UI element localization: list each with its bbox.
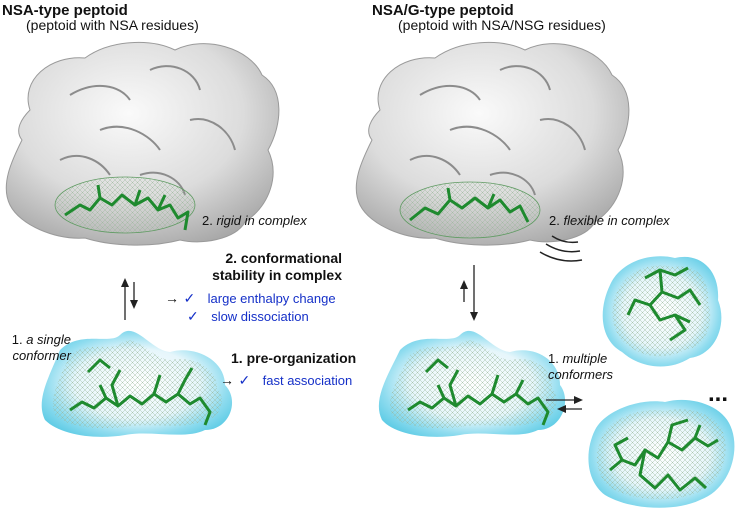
stability-bullet-row-2: ✓ slow dissociation [187,308,309,326]
left-complex-label-text: rigid in complex [216,213,306,228]
right-equilibrium-arrows [460,265,478,321]
left-subtitle: (peptoid with NSA residues) [26,17,199,33]
right-conformer-bottom [588,400,734,508]
right-protein-surface [356,42,629,261]
right-conformer-label-num: 1. [548,351,559,366]
stability-heading: 2. conformational stability in complex [210,250,342,284]
preorganization-heading: 1. pre-organization [231,350,356,367]
right-conformer-label: 1. multiple conformers [548,351,613,383]
right-conformer-top [603,256,722,366]
stability-heading-line2: stability in complex [210,267,342,284]
right-conformer-label-line2: conformers [548,367,613,383]
left-complex-label: 2. rigid in complex [202,213,307,228]
bullet-dissociation: slow dissociation [211,309,309,324]
left-conformer-label-line1: a single [26,332,71,347]
left-equilibrium-arrows [121,278,138,320]
bullet-association: fast association [263,373,353,388]
bullet-enthalpy: large enthalpy change [208,291,336,306]
check-icon: ✓ [238,372,250,388]
right-complex-label-num: 2. [549,213,560,228]
right-subtitle: (peptoid with NSA/NSG residues) [398,17,606,33]
stability-arrow: → [165,290,179,306]
left-conformer-label-line2: conformer [3,348,71,364]
right-complex-label: 2. flexible in complex [549,213,670,228]
right-conformer-label-line1: multiple [562,351,607,366]
preorganization-bullet-row: → ✓ fast association [220,372,352,390]
right-complex-label-text: flexible in complex [563,213,669,228]
preorg-arrow: → [220,372,234,388]
ellipsis: ... [708,380,728,408]
right-conformer-main [379,331,565,437]
stability-heading-line1: 2. conformational [210,250,342,267]
left-conformer-label: 1. a single conformer [3,332,71,364]
check-icon: ✓ [187,308,199,324]
left-conformer-label-num: 1. [12,332,23,347]
left-complex-label-num: 2. [202,213,213,228]
stability-bullet-row-1: → ✓ large enthalpy change [165,290,336,308]
check-icon: ✓ [183,290,195,306]
